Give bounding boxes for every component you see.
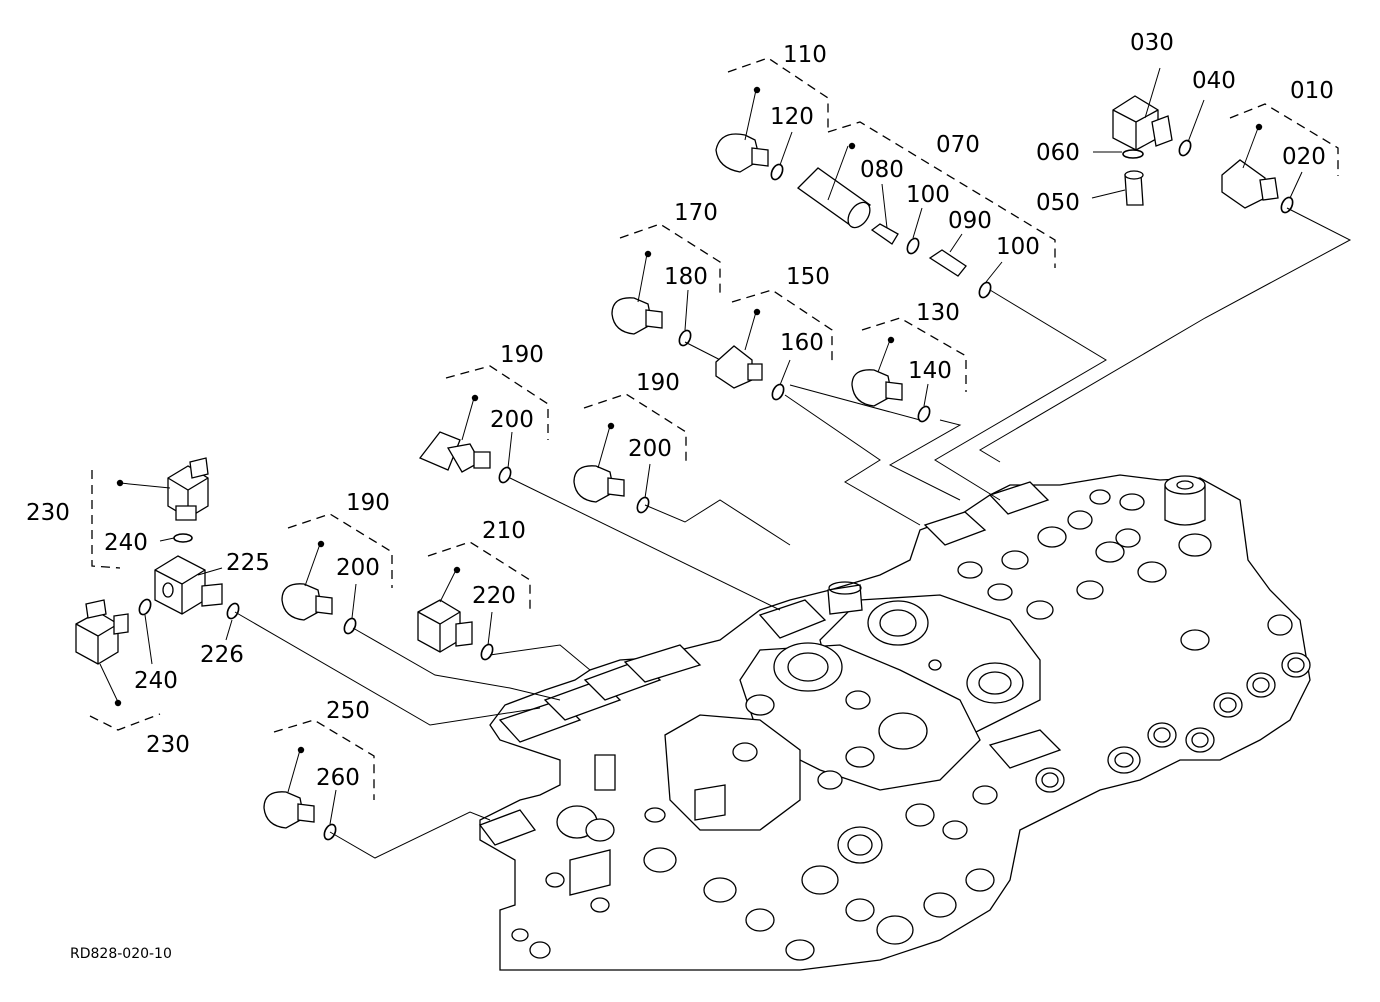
elbow-block-230-upper: [167, 457, 209, 521]
callout-240-upper: 240: [104, 530, 148, 556]
callout-130: 130: [916, 300, 960, 326]
elbow-fitting-250: [263, 791, 315, 829]
callout-100-lower: 100: [996, 234, 1040, 260]
callout-240-lower: 240: [134, 668, 178, 694]
callout-080: 080: [860, 157, 904, 183]
elbow-block-030: [1112, 95, 1173, 206]
callout-226: 226: [200, 642, 244, 668]
elbow-fitting-190a: [418, 431, 491, 473]
callout-050: 050: [1036, 190, 1080, 216]
fittings: [75, 95, 1279, 829]
callout-260: 260: [316, 765, 360, 791]
elbow-fitting-190b: [573, 465, 625, 503]
callout-100-upper: 100: [906, 182, 950, 208]
block-fitting-210: [417, 599, 473, 653]
straight-fitting-010: [1221, 159, 1279, 209]
elbow-fitting-170: [611, 297, 663, 335]
callout-030: 030: [1130, 30, 1174, 56]
routing-lines: [234, 207, 1352, 859]
callout-070: 070: [936, 132, 980, 158]
callout-250: 250: [326, 698, 370, 724]
callout-020: 020: [1282, 144, 1326, 170]
callout-190-a: 190: [500, 342, 544, 368]
callout-200-a: 200: [490, 407, 534, 433]
callout-220: 220: [472, 583, 516, 609]
leader-lines: [99, 67, 1303, 825]
elbow-fitting-130: [851, 369, 903, 407]
tee-block-225: [154, 555, 223, 615]
callout-labels: 030 040 010 020 060 050 110 120 070 080 …: [26, 30, 1334, 791]
callout-225: 225: [226, 550, 270, 576]
callout-200-b: 200: [628, 436, 672, 462]
callout-110: 110: [783, 42, 827, 68]
callout-160: 160: [780, 330, 824, 356]
elbow-fitting-110: [715, 133, 769, 173]
callout-010: 010: [1290, 78, 1334, 104]
diagram-code: RD828-020-10: [70, 946, 172, 962]
control-valve-assembly: [478, 474, 1311, 971]
elbow-fitting-190c: [281, 583, 333, 621]
group-brackets: [89, 57, 1339, 800]
callout-140: 140: [908, 358, 952, 384]
cylinder-070: [796, 167, 872, 229]
callout-180: 180: [664, 264, 708, 290]
valve-right-ports: [957, 489, 1311, 793]
callout-150: 150: [786, 264, 830, 290]
callout-120: 120: [770, 104, 814, 130]
callout-190-c: 190: [346, 490, 390, 516]
nipple-090: [928, 249, 967, 277]
callout-190-b: 190: [636, 370, 680, 396]
callout-230-upper: 230: [26, 500, 70, 526]
callout-200-c: 200: [336, 555, 380, 581]
callout-090: 090: [948, 208, 992, 234]
callout-230-lower: 230: [146, 732, 190, 758]
elbow-block-230-lower: [75, 599, 129, 665]
part-080: [870, 223, 899, 245]
callout-210: 210: [482, 518, 526, 544]
callout-170: 170: [674, 200, 718, 226]
straight-fitting-150: [715, 345, 763, 389]
callout-060: 060: [1036, 140, 1080, 166]
callout-040: 040: [1192, 68, 1236, 94]
